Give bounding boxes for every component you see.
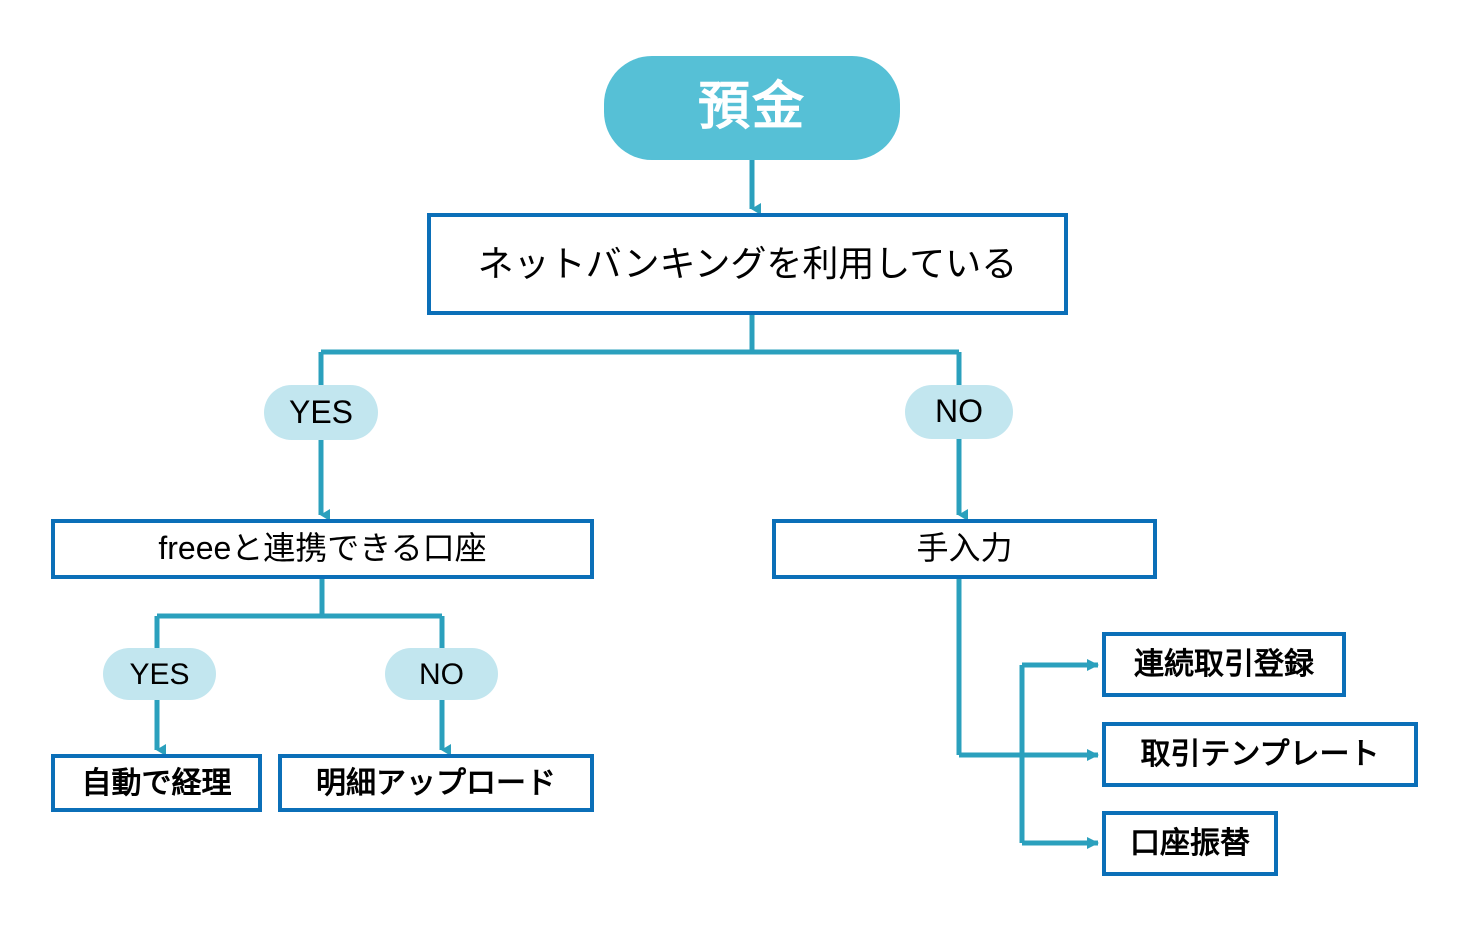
shape-auto-accounting (51, 754, 262, 812)
connectors-layer (154, 160, 1099, 849)
node-transaction-template: 取引テンプレート (1140, 738, 1380, 771)
shape-manual-entry (772, 519, 1157, 579)
shape-badge-yes-1 (264, 385, 378, 440)
shape-question-freee (51, 519, 594, 579)
node-manual-entry: 手入力 (916, 530, 1013, 567)
shape-direct-debit (1102, 811, 1278, 876)
shape-badge-no-2 (385, 648, 498, 700)
shape-continuous-txn (1102, 632, 1346, 697)
shape-root (604, 56, 900, 160)
badge-yes-netbanking: YES (288, 393, 354, 430)
shape-statement-upload (278, 754, 594, 812)
badge-yes-freee: YES (129, 657, 190, 691)
node-root-deposit: 預金 (697, 78, 806, 137)
badge-no-netbanking: NO (935, 393, 983, 430)
node-question-freee-account: freeeと連携できる口座 (158, 530, 487, 567)
badge-no-freee: NO (419, 657, 464, 691)
shape-question-netbanking (427, 213, 1068, 315)
node-direct-debit: 口座振替 (1130, 827, 1250, 860)
node-statement-upload: 明細アップロード (316, 766, 556, 800)
shape-badge-yes-2 (103, 648, 216, 700)
shapes-layer (51, 56, 1418, 876)
node-auto-accounting: 自動で経理 (81, 766, 232, 800)
shape-txn-template (1102, 722, 1418, 787)
shape-badge-no-1 (905, 385, 1013, 439)
node-continuous-transaction-registration: 連続取引登録 (1134, 648, 1314, 681)
node-question-netbanking: ネットバンキングを利用している (477, 243, 1018, 285)
